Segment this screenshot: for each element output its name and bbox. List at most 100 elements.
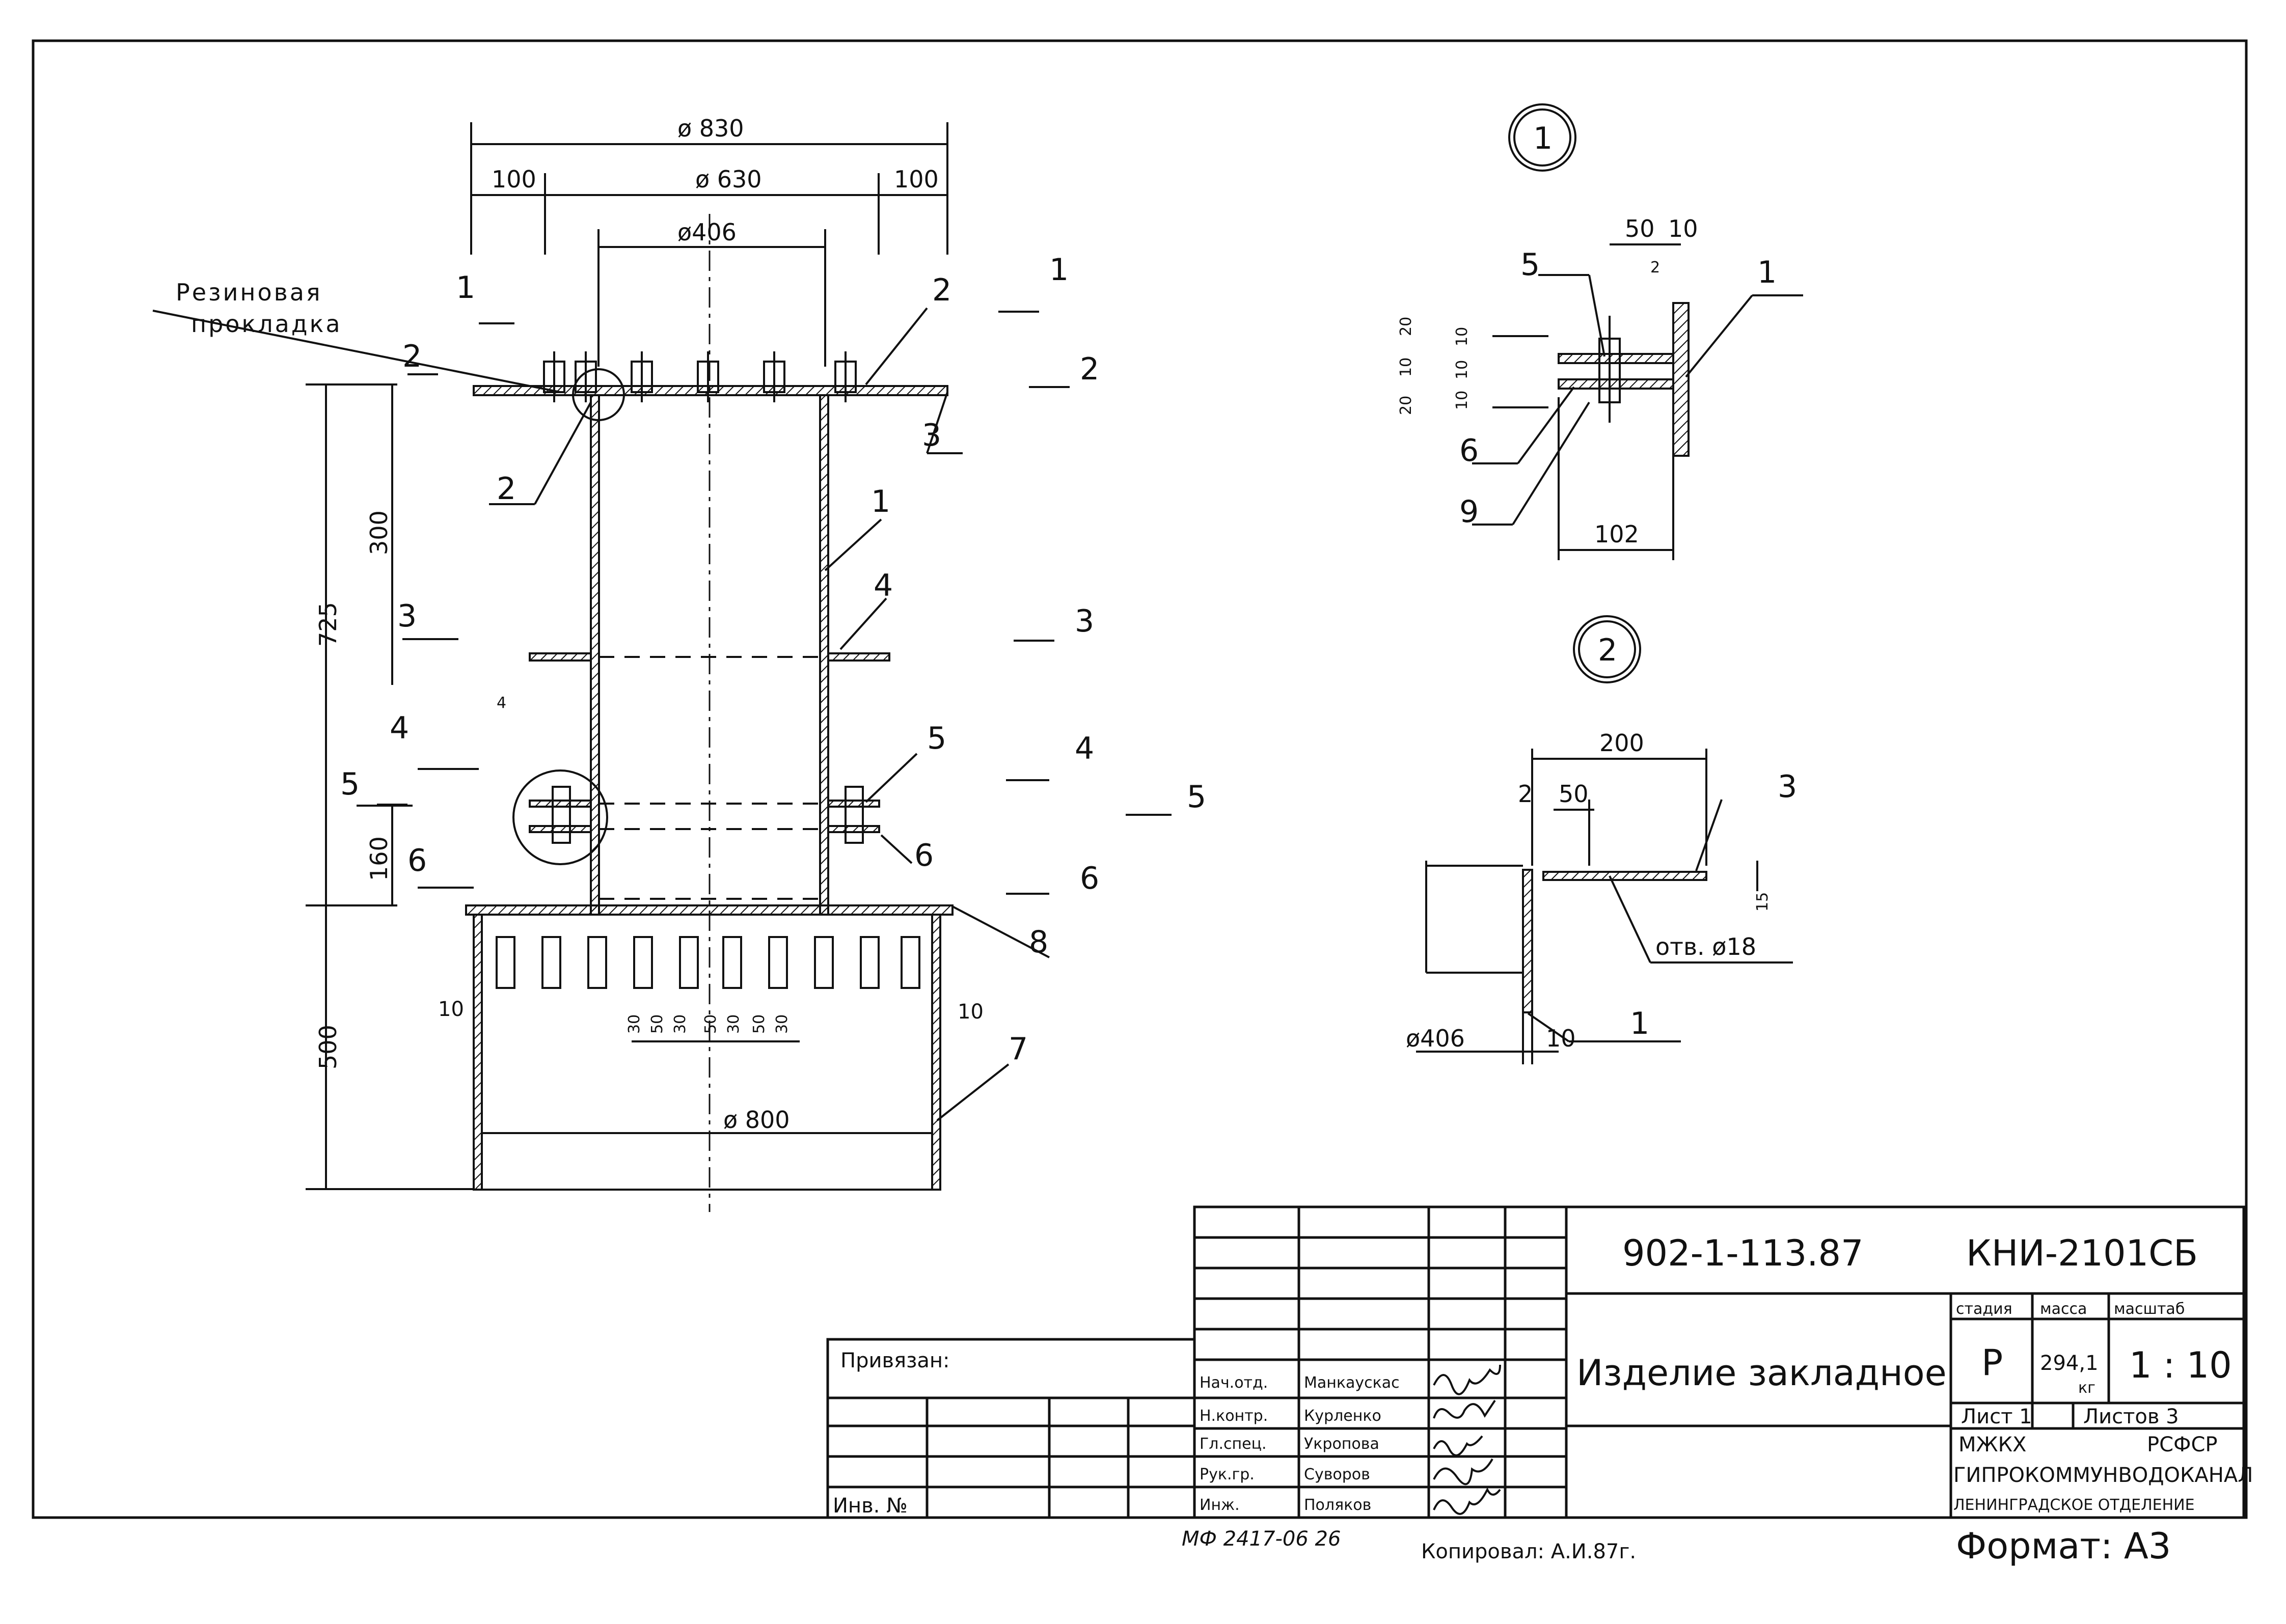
part-2-top: 2: [932, 272, 951, 308]
rubber-label-line1: Резиновая: [176, 279, 322, 306]
signer-role: Рук.гр.: [1200, 1466, 1255, 1483]
d2-dim-15: 15: [1754, 892, 1772, 912]
d1-dim-102: 102: [1594, 520, 1639, 548]
level-2-right: 2: [1080, 351, 1099, 387]
col-scale: масштаб: [2114, 1300, 2185, 1318]
part-1: 1: [871, 484, 890, 519]
mf-number: МФ 2417-06 26: [1182, 1527, 1341, 1551]
d2-dim-200: 200: [1599, 729, 1644, 757]
d1-dim-10b: 10: [1453, 327, 1471, 346]
detail-1-number: 1: [1533, 121, 1553, 156]
mass-unit: кг: [2078, 1379, 2096, 1397]
privyazan-label: Привязан:: [840, 1349, 950, 1372]
d1-part-5: 5: [1520, 247, 1540, 283]
part-6: 6: [914, 838, 934, 873]
dim-100-left: 100: [492, 166, 536, 193]
title-block-grid: [826, 1205, 2245, 1519]
d1-dim-10: 10: [1668, 215, 1698, 242]
stage-value: Р: [1981, 1342, 2003, 1384]
signer-name: Поляков: [1304, 1496, 1371, 1514]
main-view: [152, 122, 1172, 1212]
d2-dim-50: 50: [1559, 780, 1589, 808]
level-5-left: 5: [340, 766, 360, 802]
org-republic: РСФСР: [2147, 1433, 2218, 1456]
sheet-format: Формат: А3: [1956, 1525, 2171, 1567]
dim-t10-left: 10: [438, 998, 464, 1021]
sheet-border: [32, 39, 2248, 1519]
inv-label: Инв. №: [833, 1494, 908, 1518]
signer-name: Манкаускас: [1304, 1374, 1400, 1392]
mass-value: 294,1: [2040, 1352, 2099, 1375]
slot-dim: 30: [725, 1014, 743, 1034]
detail-1: [1472, 103, 1803, 560]
part-8: 8: [1029, 924, 1048, 960]
level-6-left: 6: [407, 843, 427, 878]
d1-dim-10a: 10: [1397, 357, 1415, 377]
slot-dim: 30: [773, 1014, 791, 1034]
part-5: 5: [927, 721, 946, 756]
part-2-left: 2: [497, 471, 516, 507]
slot-dim: 30: [625, 1014, 643, 1034]
d1-part-1: 1: [1757, 255, 1777, 290]
d1-dim-50: 50: [1625, 215, 1655, 242]
dim-d800: ø 800: [723, 1106, 790, 1134]
signer-role: Гл.спец.: [1200, 1435, 1267, 1453]
signer-role: Инж.: [1200, 1496, 1240, 1514]
sheets-total: Листов 3: [2083, 1405, 2179, 1428]
drawing-code: КНИ-2101СБ: [1966, 1232, 2198, 1274]
signer-name: Укропова: [1304, 1435, 1379, 1453]
dim-d406: ø406: [677, 218, 737, 246]
part-7: 7: [1009, 1031, 1028, 1067]
signer-name: Суворов: [1304, 1466, 1370, 1483]
drawing-title: Изделие закладное: [1576, 1352, 1947, 1394]
signer-name: Курленко: [1304, 1407, 1381, 1425]
org-ministry: МЖКХ: [1958, 1433, 2026, 1456]
signer-role: Нач.отд.: [1200, 1374, 1268, 1392]
level-2-left: 2: [402, 339, 422, 374]
rubber-label-line2: прокладка: [191, 310, 342, 338]
level-3-right: 3: [1075, 603, 1094, 639]
level-3-left: 3: [397, 598, 417, 634]
level-1-right: 1: [1049, 252, 1069, 288]
org-name: ГИПРОКОММУНВОДОКАНАЛ: [1953, 1464, 2253, 1487]
dim-h725: 725: [314, 602, 342, 647]
d1-dim-10d: 10: [1453, 360, 1471, 379]
level-4-right: 4: [1075, 731, 1094, 766]
slot-dim: 50: [750, 1014, 768, 1034]
d1-dim-20a: 20: [1397, 317, 1415, 336]
dim-h160: 160: [365, 836, 393, 881]
callout-circle-4: 4: [497, 694, 506, 712]
part-4: 4: [874, 568, 893, 603]
sheet-number: Лист 1: [1961, 1405, 2032, 1428]
dim-h300: 300: [365, 510, 393, 555]
d2-dim-2: 2: [1518, 780, 1533, 808]
col-mass: масса: [2040, 1300, 2087, 1318]
signer-role: Н.контр.: [1200, 1407, 1268, 1425]
level-4-left: 4: [390, 710, 409, 746]
d2-hole-label: отв. ø18: [1655, 933, 1756, 960]
dim-h500: 500: [314, 1025, 342, 1069]
detail-2: [1416, 615, 1793, 1064]
doc-code: 902-1-113.87: [1622, 1232, 1864, 1274]
dim-d830: ø 830: [677, 115, 744, 142]
dim-t10-right: 10: [958, 1000, 984, 1024]
detail-2-number: 2: [1598, 632, 1617, 668]
signatures: [1433, 1364, 1501, 1515]
dim-100-right: 100: [894, 166, 939, 193]
d2-dim-10: 10: [1546, 1025, 1576, 1052]
level-1-left: 1: [456, 270, 475, 306]
scale-value: 1 : 10: [2129, 1344, 2232, 1386]
part-3: 3: [922, 418, 941, 453]
org-branch: ЛЕНИНГРАДСКОЕ ОТДЕЛЕНИЕ: [1953, 1496, 2195, 1514]
dim-d630: ø 630: [695, 166, 762, 193]
slot-dim: 50: [702, 1014, 720, 1034]
d2-part-1: 1: [1630, 1006, 1649, 1041]
d1-dim-10c: 10: [1453, 391, 1471, 410]
d1-part-6: 6: [1459, 433, 1479, 469]
slot-dim: 50: [648, 1014, 666, 1034]
d2-part-3: 3: [1778, 769, 1797, 805]
level-5-right: 5: [1187, 779, 1206, 815]
copied-by: Копировал: А.И.87г.: [1421, 1540, 1636, 1563]
level-6-right: 6: [1080, 861, 1099, 896]
